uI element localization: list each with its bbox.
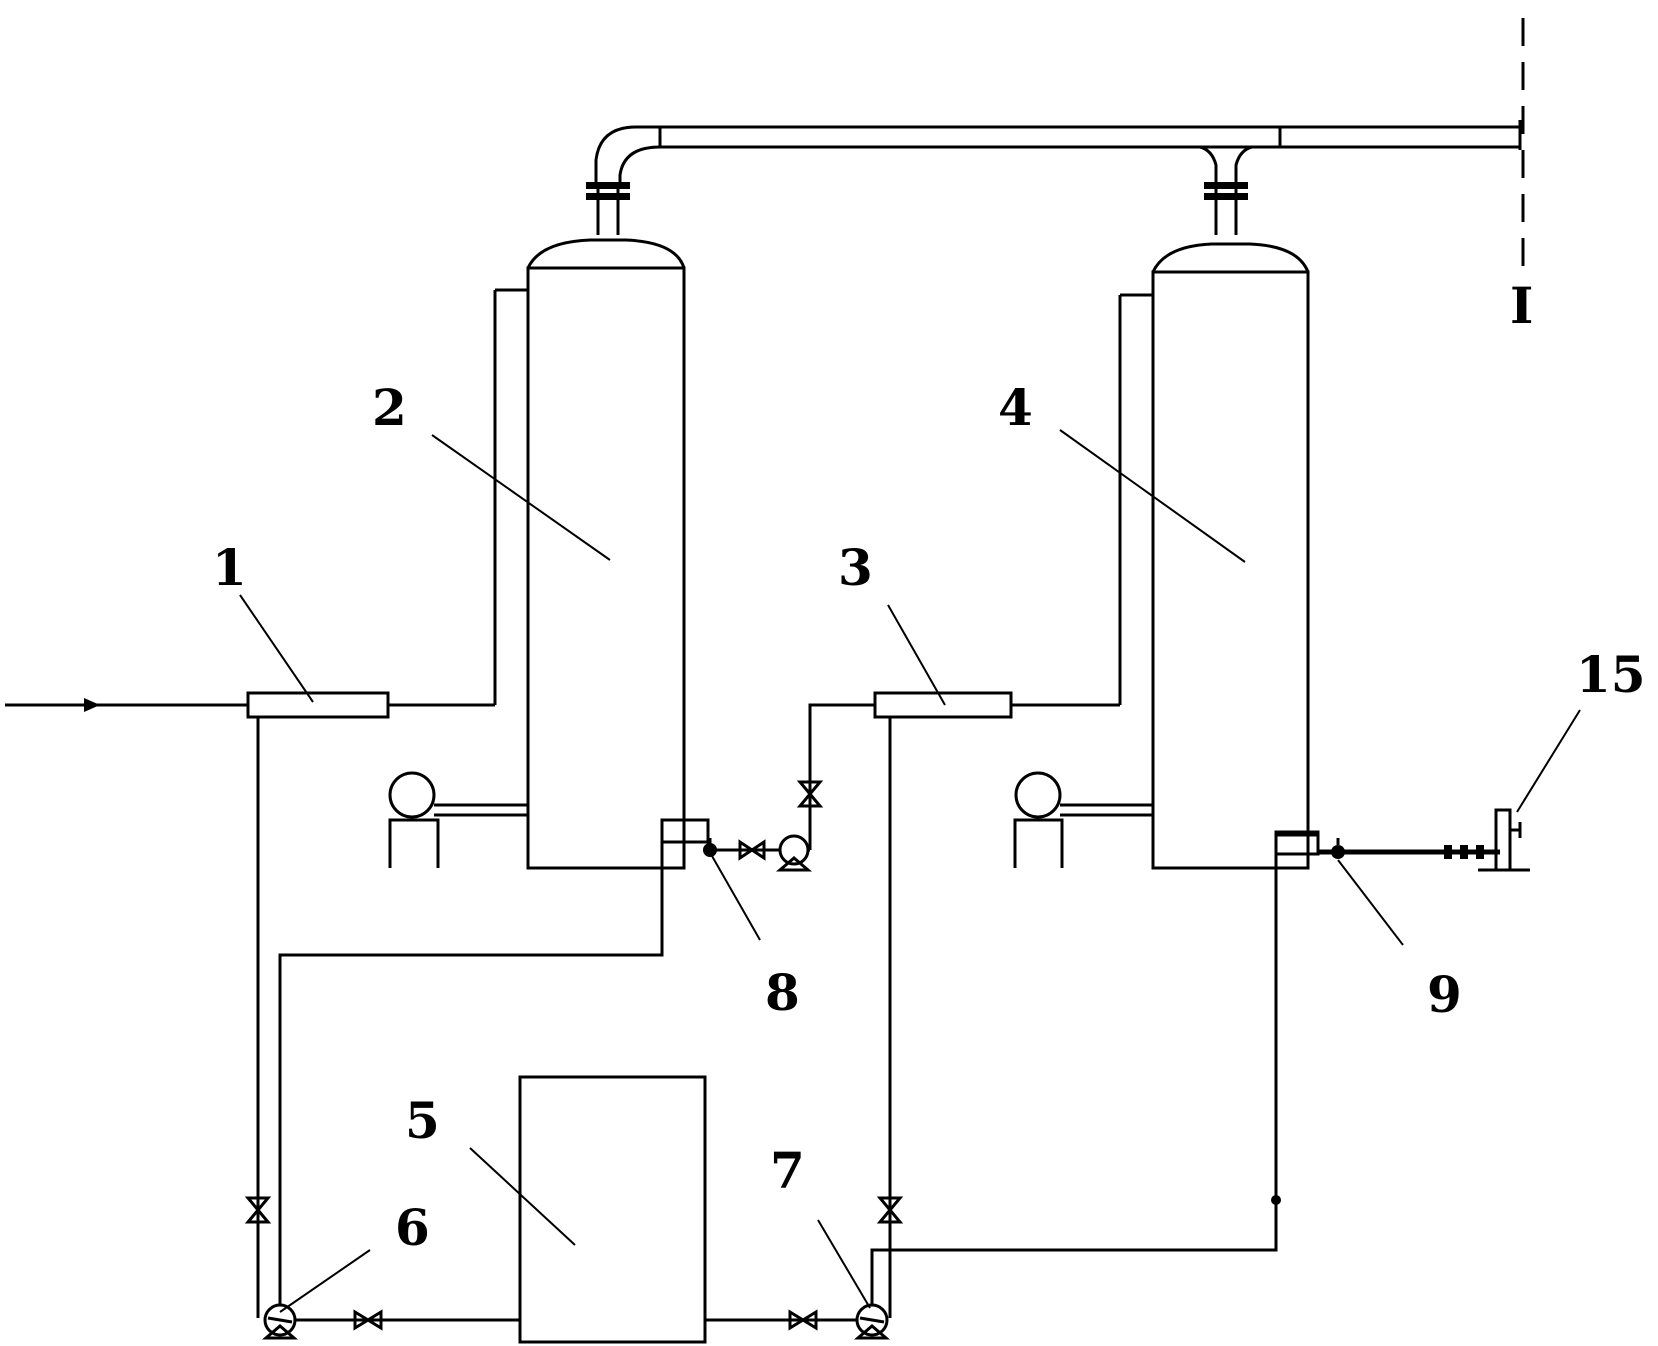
tower-4 (1118, 182, 1310, 870)
tank-5 (518, 1075, 707, 1344)
label-pump-7: 7 (770, 1141, 805, 1200)
label-heat-exchanger-1: 1 (212, 538, 247, 597)
heat-exchanger-1 (246, 691, 390, 719)
feed-line (5, 698, 248, 712)
valve-tank-outlet (788, 1309, 818, 1331)
valve-9-assembly (1318, 838, 1500, 859)
tower-2 (493, 182, 686, 870)
valve-8-assembly (703, 780, 824, 872)
label-tank-5: 5 (405, 1091, 440, 1150)
leader-lines (239, 429, 1581, 1313)
label-section-mark: I (1510, 276, 1533, 335)
heat-exchanger-3 (873, 691, 1013, 719)
label-tower-4: 4 (998, 378, 1033, 437)
label-outlet-15: 15 (1576, 645, 1646, 704)
label-valve-9: 9 (1427, 965, 1462, 1024)
label-valve-8: 8 (765, 963, 800, 1022)
label-tower-2: 2 (372, 378, 407, 437)
outlet-15 (1478, 808, 1530, 872)
pump-7 (853, 1303, 891, 1340)
valve-tank-inlet (353, 1309, 383, 1331)
pump-6 (261, 1303, 299, 1340)
top-header-pipe (594, 120, 1522, 185)
valve-right-vertical (876, 1196, 904, 1224)
label-pump-6: 6 (395, 1198, 430, 1257)
valve-left-vertical (244, 1196, 272, 1224)
blower-tower-2 (388, 771, 528, 868)
label-heat-exchanger-3: 3 (838, 538, 873, 597)
blower-tower-4 (1013, 771, 1153, 868)
